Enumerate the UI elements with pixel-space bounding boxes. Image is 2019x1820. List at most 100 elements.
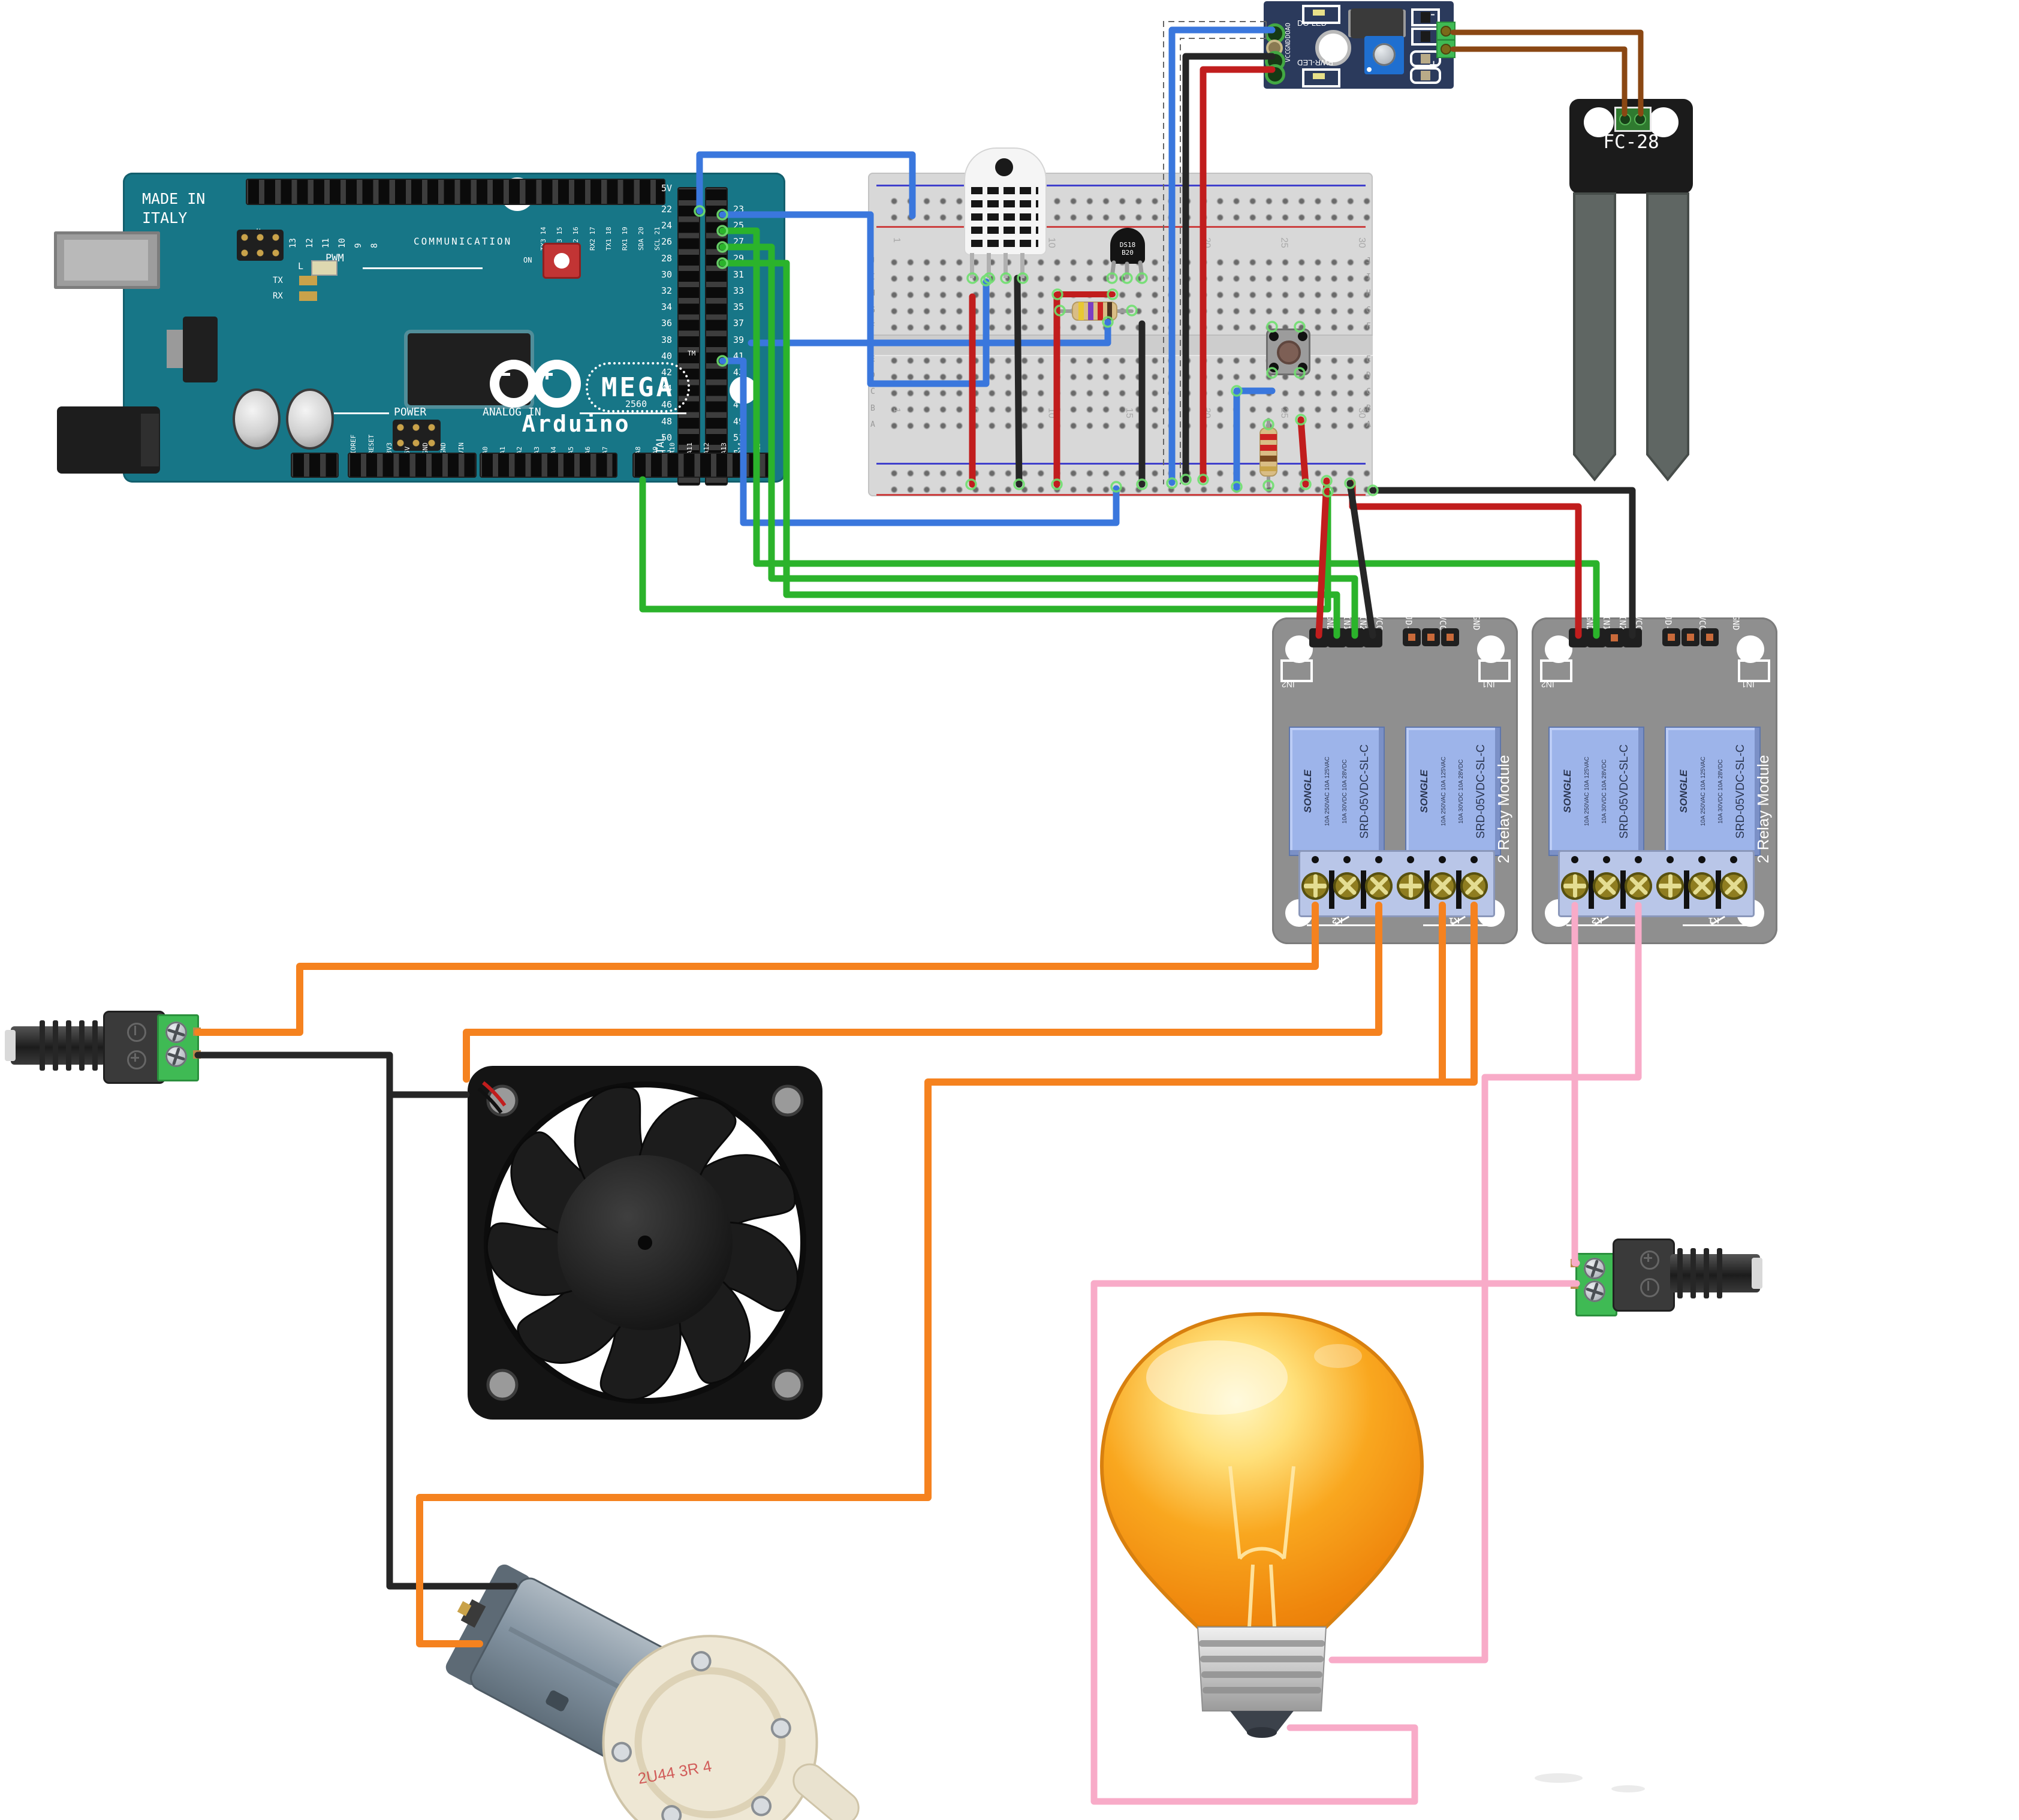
songle-relay[interactable]: SONGLE 10A 250VAC 10A 125VAC 10A 30VDC 1…: [1289, 727, 1385, 856]
jumper-pin[interactable]: [1441, 628, 1459, 646]
songle-relay[interactable]: SONGLE 10A 250VAC 10A 125VAC 10A 30VDC 1…: [1548, 727, 1644, 856]
barrel-rib: [92, 1020, 98, 1071]
column-number: 30: [1356, 408, 1367, 418]
trimpot-screw[interactable]: [1373, 43, 1396, 66]
terminal-screw[interactable]: [1584, 1258, 1605, 1279]
wire-channel-blue[interactable]: [748, 318, 1111, 346]
wire-pin23-dht[interactable]: [719, 211, 990, 387]
jumper-pin[interactable]: [1682, 628, 1699, 646]
fan[interactable]: [468, 1066, 822, 1420]
wire-pin25-relay2-in2[interactable]: [719, 227, 1600, 639]
songle-relay[interactable]: SONGLE 10A 250VAC 10A 125VAC 10A 30VDC 1…: [1665, 727, 1761, 856]
dht22-sensor[interactable]: [964, 147, 1047, 255]
wire-dht-gnd[interactable]: [1014, 275, 1023, 488]
column-number: 1: [891, 237, 902, 243]
wire-soil-ao[interactable]: [1168, 26, 1276, 486]
capacitor: [233, 388, 281, 450]
terminal-screw[interactable]: [1397, 872, 1424, 900]
wire-jack1-pump-black[interactable]: [386, 1091, 518, 1590]
logo-plus-v: [546, 369, 549, 379]
wire-5v-blue[interactable]: [696, 151, 916, 219]
wire-rail-relay1-vcc[interactable]: [1315, 477, 1330, 639]
jumper-pin[interactable]: [1403, 628, 1421, 646]
wire-rail-relay1-gnd[interactable]: [1346, 480, 1376, 639]
songle-relay[interactable]: SONGLE 10A 250VAC 10A 125VAC 10A 30VDC 1…: [1405, 727, 1501, 856]
terminal-screw[interactable]: [1720, 872, 1747, 900]
terminal-screw[interactable]: [165, 1022, 187, 1043]
jumper-pin[interactable]: [1422, 628, 1440, 646]
module-pin-vcc[interactable]: [1265, 64, 1285, 85]
terminal-screw[interactable]: [1429, 872, 1456, 900]
mount-hole: [1477, 635, 1505, 663]
pushbutton[interactable]: [1266, 329, 1310, 375]
terminal-screw[interactable]: [1593, 872, 1620, 900]
jumper-pin[interactable]: [1701, 628, 1719, 646]
reset-button-cap[interactable]: [554, 253, 569, 269]
bulb-filament: [1228, 1466, 1295, 1628]
terminal-screw[interactable]: [1561, 872, 1589, 900]
terminal-screw[interactable]: [165, 1045, 187, 1067]
wire-soil-vcc[interactable]: [1200, 66, 1276, 483]
wire-pin41-rail[interactable]: [719, 357, 1120, 526]
wire-soil-gnd[interactable]: [1182, 53, 1276, 483]
terminal-screw[interactable]: [1333, 872, 1361, 900]
jumper-pin[interactable]: [1662, 628, 1680, 646]
digital-header-col2[interactable]: [705, 187, 728, 486]
mounting-hole: [1315, 30, 1351, 66]
wire-jack2-bulb-tip[interactable]: [1090, 1280, 1580, 1805]
arduino-mega-board[interactable]: MADE IN ITALY 5V 22 24 26 28 30 32 34 36…: [54, 173, 785, 486]
wire-pin29-relay1-in2[interactable]: [719, 260, 1340, 639]
water-pump[interactable]: 2U44 3R 4: [404, 1515, 907, 1820]
pwm-line: [363, 267, 483, 269]
bb-holes-rows-JF[interactable]: [886, 254, 1373, 336]
top-header-strip[interactable]: [246, 179, 665, 205]
wire-probe-minus[interactable]: [1450, 29, 1644, 117]
button-cap[interactable]: [1277, 341, 1301, 364]
wire-jack1-fan-black[interactable]: [194, 1051, 470, 1098]
wire-red-short[interactable]: [1297, 416, 1309, 488]
wire-rail-relay2-gnd[interactable]: [1369, 487, 1636, 639]
resistor-220[interactable]: [1259, 427, 1277, 477]
fc28-probe-head[interactable]: FC-28: [1569, 99, 1693, 194]
rail-line-blue: [876, 463, 1366, 465]
dc-jack-adapter-left[interactable]: [0, 989, 216, 1091]
aux-strip[interactable]: [291, 453, 339, 478]
wire-pin27-relay1-in1[interactable]: [719, 243, 1358, 639]
wire-jack1-relay1[interactable]: [194, 902, 1319, 1036]
relay-header-pin[interactable]: [1605, 628, 1624, 647]
digital-header-col1[interactable]: [677, 187, 700, 486]
dc-jack-adapter-right[interactable]: [1565, 1223, 1768, 1319]
wire-a8-green[interactable]: [639, 476, 1331, 613]
row-letter: B: [870, 403, 875, 413]
tx-label: TX: [273, 276, 283, 285]
wire-rail-relay2-vcc[interactable]: [1349, 479, 1582, 639]
terminal-screw[interactable]: [1625, 872, 1652, 900]
terminal-screw[interactable]: [1688, 872, 1716, 900]
light-bulb[interactable]: [1099, 1312, 1424, 1738]
wire-probe-plus[interactable]: [1450, 46, 1628, 117]
trimpot-dot: [1367, 67, 1372, 72]
trimpot[interactable]: [1364, 36, 1404, 74]
terminal-screw[interactable]: [1301, 872, 1329, 900]
wire-relay2-jack2[interactable]: [1571, 902, 1580, 1267]
resistor-4k7[interactable]: [1072, 302, 1117, 321]
analog-b-strip[interactable]: [632, 453, 770, 478]
terminal-screw[interactable]: [1656, 872, 1684, 900]
analog-a-strip[interactable]: [480, 453, 617, 478]
ds18b20-sensor[interactable]: DS18 B20: [1110, 228, 1145, 264]
wire-relay1-pump[interactable]: [416, 902, 1478, 1647]
terminal-screw[interactable]: [1584, 1280, 1605, 1302]
wire-relay2-bulb[interactable]: [1328, 902, 1642, 1664]
power-pin-strip[interactable]: [348, 453, 477, 478]
reset-button[interactable]: [543, 243, 581, 279]
wire-relay1-fan[interactable]: [463, 902, 1382, 1083]
k2-symbol: [1566, 924, 1638, 926]
terminal-dot: [1407, 856, 1414, 863]
wire-button-blue[interactable]: [1233, 387, 1276, 492]
terminal-screw[interactable]: [1365, 872, 1393, 900]
terminal-screw[interactable]: [1460, 872, 1488, 900]
